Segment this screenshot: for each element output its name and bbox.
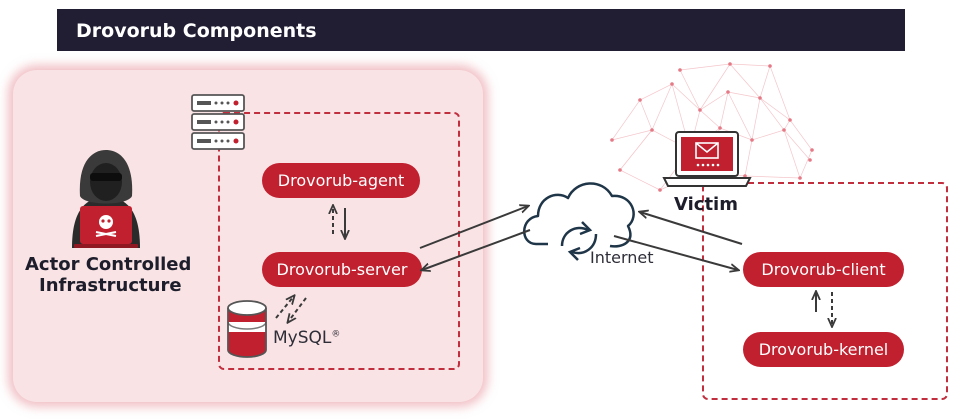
mysql-to-server-arrow [275,296,294,319]
internet-to-server-arrow [422,229,531,270]
internet-label: Internet [590,248,654,267]
victim-components-boundary [702,182,948,400]
client-to-internet-arrow [640,212,743,245]
internet-to-client-arrow [613,235,738,270]
mysql-text: MySQL [273,328,332,348]
drovorub-server-node: Drovorub-server [262,252,422,287]
mysql-label: MySQL® [273,328,340,348]
victim-label: Victim [674,194,738,215]
server-to-mysql-arrow [288,297,307,322]
server-to-internet-arrow [419,206,528,249]
drovorub-agent-node: Drovorub-agent [262,163,420,198]
registered-mark: ® [331,329,341,340]
actor-components-boundary [218,112,460,370]
actor-label-line2: Infrastructure [39,275,182,296]
page-title: Drovorub Components [76,20,317,42]
actor-label-line1: Actor Controlled [25,254,192,275]
drovorub-kernel-node: Drovorub-kernel [743,332,904,367]
drovorub-client-node: Drovorub-client [743,252,904,287]
header-bar [57,9,905,51]
